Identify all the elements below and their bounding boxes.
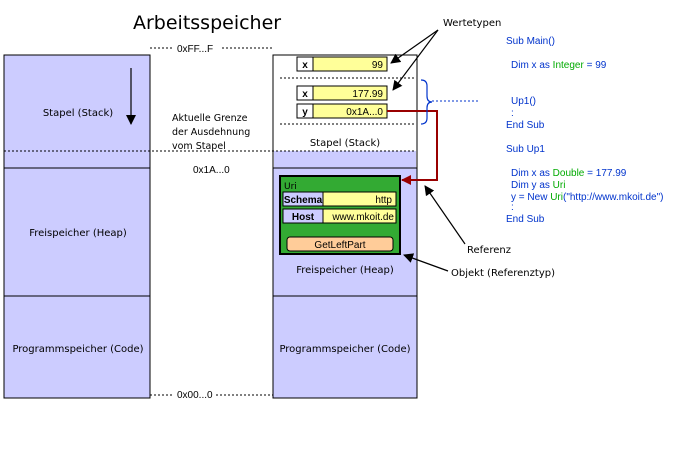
svg-text:y: y [302,107,308,118]
heap-object-uri: Uri Schema http Host www.mkoit.de GetLef… [279,175,401,255]
stack-limit-note-3: vom Stapel [172,141,226,152]
stack-limit-note-2: der Ausdehnung [172,127,250,138]
stack-var-up1-x: x 177.99 [296,85,388,101]
address-mid: 0x1A...0 [193,165,230,176]
field-host-value: www.mkoit.de [331,212,394,223]
field-host-name: Host [292,212,315,223]
code-end-sub-1: End Sub [506,120,545,131]
right-code-label: Programmspeicher (Code) [279,344,410,355]
left-memory-column: Stapel (Stack) Freispeicher (Heap) Progr… [3,54,151,399]
code-sub-main: Sub Main() [506,36,555,47]
code-colon-1: : [511,108,514,119]
stack-frame-brace [420,79,433,125]
field-schema-value: http [375,195,392,206]
code-call-up1: Up1() [511,96,536,107]
address-bottom: 0x00...0 [177,390,213,401]
code-sub-up1: Sub Up1 [506,144,545,155]
svg-text:99: 99 [372,60,384,71]
code-up1-dim-y: Dim y as Uri [511,180,565,191]
left-code-label: Programmspeicher (Code) [12,344,143,355]
right-stack-label: Stapel (Stack) [310,138,380,149]
method-getleftpart: GetLeftPart [314,240,365,251]
svg-text:0x1A...0: 0x1A...0 [346,107,383,118]
right-heap-label: Freispeicher (Heap) [296,265,394,276]
code-main-dim: Dim x as Integer = 99 [511,60,607,71]
value-types-label: Wertetypen [443,18,501,29]
svg-text:x: x [302,60,308,71]
stack-var-up1-y: y 0x1A...0 [296,103,388,119]
stack-var-main-x: x 99 [296,56,388,72]
reference-arrow [387,110,438,185]
reference-label: Referenz [467,245,511,256]
stack-limit-note-1: Aktuelle Grenze [172,113,248,124]
object-type-label: Uri [284,182,297,192]
code-end-sub-2: End Sub [506,214,545,225]
address-top: 0xFF...F [177,44,213,55]
svg-text:177.99: 177.99 [352,89,383,100]
page-title: Arbeitsspeicher [133,12,281,34]
left-stack-label: Stapel (Stack) [43,108,113,119]
code-up1-dim-x: Dim x as Double = 177.99 [511,168,627,179]
code-colon-2: : [511,202,514,213]
code-up1-new: y = New Uri("http://www.mkoit.de") [511,192,663,203]
code-listing: Sub Main() Dim x as Integer = 99 Up1() :… [506,36,663,225]
field-schema-name: Schema [284,195,323,206]
object-label: Objekt (Referenztyp) [451,268,555,279]
left-heap-label: Freispeicher (Heap) [29,228,127,239]
svg-text:x: x [302,89,308,100]
